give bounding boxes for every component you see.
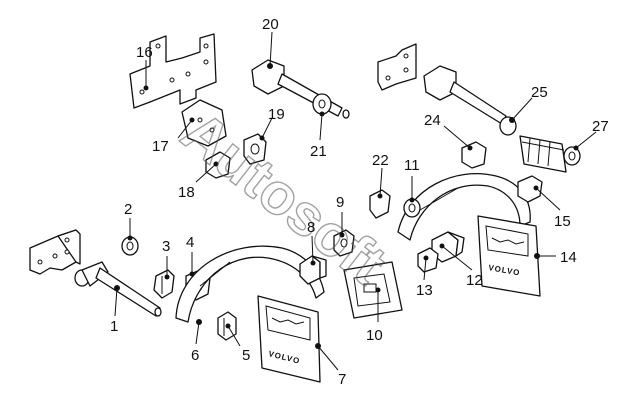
leader-lines <box>114 31 597 371</box>
part-22-clip <box>369 189 391 219</box>
callout-7: 7 <box>338 371 346 388</box>
callout-18: 18 <box>178 184 195 201</box>
part-15-clip <box>517 175 543 203</box>
callout-11: 11 <box>404 157 420 174</box>
callout-12: 12 <box>466 272 483 289</box>
callout-14: 14 <box>560 249 577 266</box>
callout-16: 16 <box>136 44 153 61</box>
part-9-bracket <box>333 229 355 257</box>
part-1-axle-rod <box>74 261 162 317</box>
part-14-right-mudflap: VOLVO <box>477 215 541 297</box>
top-right-bracket <box>377 43 417 91</box>
callout-1: 1 <box>110 318 118 335</box>
callout-5: 5 <box>242 347 250 364</box>
part-3-clip <box>153 269 175 299</box>
callout-13: 13 <box>416 282 433 299</box>
callout-19: 19 <box>268 106 285 123</box>
callout-25: 25 <box>531 84 548 101</box>
part-13-clip <box>417 247 439 273</box>
callout-labels: 1 2 3 4 5 6 7 8 9 10 11 12 13 14 15 16 1… <box>110 16 609 388</box>
callout-10: 10 <box>366 327 383 344</box>
right-fender <box>397 172 531 241</box>
part-5-bracket <box>217 311 237 341</box>
part-24-clip <box>461 141 487 169</box>
callout-8: 8 <box>307 219 315 236</box>
callout-27: 27 <box>592 118 609 135</box>
part-27-bushing <box>563 145 581 166</box>
callout-22: 22 <box>372 152 389 169</box>
callout-15: 15 <box>554 213 571 230</box>
callout-24: 24 <box>424 112 441 129</box>
callout-6: 6 <box>191 347 199 364</box>
part-8-clip <box>299 255 327 285</box>
callout-17: 17 <box>152 138 169 155</box>
part-19-clamp <box>243 133 267 165</box>
callout-4: 4 <box>186 234 194 251</box>
part-11-bushing <box>403 197 421 218</box>
part-10-mounting-plate <box>343 261 403 319</box>
left-mounting-bracket <box>29 229 81 275</box>
callout-21: 21 <box>310 143 327 160</box>
callout-20: 20 <box>262 16 279 33</box>
part-21-bushing <box>312 93 350 119</box>
callout-9: 9 <box>336 194 344 211</box>
hinge-plate <box>519 135 567 173</box>
callout-3: 3 <box>162 238 170 255</box>
part-25-rod-assembly <box>423 65 517 136</box>
callout-2: 2 <box>124 201 132 218</box>
part-2-bushing <box>121 235 139 256</box>
part-16-double-bracket <box>129 33 217 109</box>
part-7-left-mudflap: VOLVO <box>257 295 321 383</box>
